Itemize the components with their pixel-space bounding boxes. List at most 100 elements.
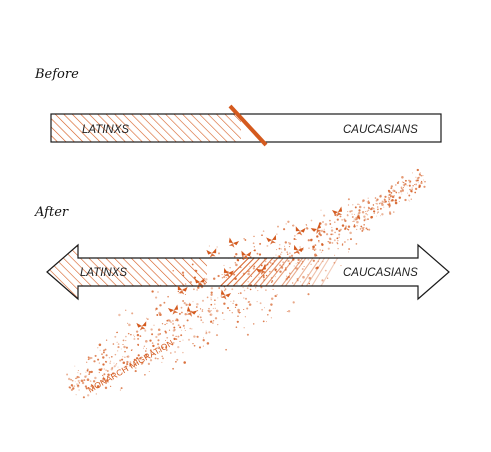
migration-particle — [226, 306, 230, 310]
migration-particle — [232, 302, 234, 305]
migration-particle — [125, 309, 127, 311]
migration-particle — [330, 229, 334, 232]
migration-particle — [423, 179, 425, 181]
migration-particle — [236, 258, 239, 262]
migration-particle — [79, 373, 82, 375]
monarch-butterfly-icon — [310, 223, 322, 234]
migration-particle — [188, 303, 192, 306]
migration-particle — [177, 335, 180, 338]
migration-particle — [127, 322, 129, 324]
migration-particle — [103, 368, 105, 370]
migration-particle — [290, 254, 294, 257]
migration-particle — [326, 233, 329, 236]
monarch-butterfly-icon — [293, 244, 304, 255]
migration-particle — [338, 230, 340, 232]
migration-particle — [390, 200, 392, 202]
migration-particle — [286, 251, 288, 253]
migration-particle — [396, 181, 399, 185]
after-caucasian-label: CAUCASIANS — [343, 267, 418, 279]
migration-particle — [217, 297, 219, 299]
migration-particle — [125, 335, 127, 338]
migration-particle — [196, 309, 199, 312]
migration-particle — [144, 329, 147, 332]
monarch-butterfly-icon — [136, 321, 147, 331]
migration-particle — [347, 198, 350, 201]
migration-particle — [99, 368, 102, 372]
migration-particle — [98, 362, 100, 364]
migration-particle — [99, 349, 101, 351]
migration-particle — [177, 345, 180, 349]
migration-particle — [336, 237, 339, 240]
migration-particle — [272, 288, 274, 290]
migration-particle — [274, 276, 276, 278]
migration-particle — [387, 195, 389, 197]
migration-particle — [133, 358, 136, 362]
migration-particle — [243, 289, 246, 292]
migration-particle — [145, 355, 148, 358]
migration-particle — [86, 375, 88, 377]
migration-particle — [389, 195, 392, 198]
migration-particle — [262, 320, 265, 323]
hatch-streak — [296, 255, 327, 299]
migration-particle — [78, 389, 80, 391]
migration-particle — [380, 202, 382, 203]
migration-particle — [153, 324, 155, 326]
migration-particle — [122, 361, 126, 365]
migration-particle — [323, 228, 325, 230]
migration-particle — [214, 307, 216, 309]
migration-particle — [406, 185, 408, 187]
migration-particle — [172, 320, 174, 322]
migration-particle — [289, 272, 291, 274]
migration-particle — [110, 374, 113, 376]
migration-particle — [373, 212, 375, 214]
migration-particle — [373, 210, 375, 212]
migration-particle — [361, 229, 364, 232]
migration-particle — [379, 202, 381, 205]
migration-particle — [94, 376, 97, 380]
migration-particle — [398, 191, 400, 194]
migration-particle — [155, 335, 158, 339]
migration-particle — [282, 261, 284, 263]
migration-particle — [334, 221, 336, 223]
migration-particle — [110, 355, 113, 358]
migration-particle — [109, 362, 111, 364]
migration-particle — [356, 228, 358, 231]
migration-particle — [90, 370, 93, 374]
migration-particle — [320, 229, 324, 233]
migration-particle — [74, 381, 76, 383]
migration-particle — [343, 240, 346, 244]
migration-particle — [366, 228, 369, 231]
migration-particle — [208, 307, 210, 310]
migration-particle — [125, 340, 127, 342]
migration-particle — [86, 378, 90, 381]
migration-particle — [408, 194, 411, 197]
migration-particle — [123, 366, 126, 369]
migration-particle — [403, 187, 404, 189]
migration-particle — [164, 346, 167, 349]
after-hatch-streaks — [206, 255, 340, 299]
migration-particle — [351, 213, 353, 215]
migration-particle — [286, 311, 288, 312]
migration-particle — [258, 253, 262, 256]
migration-particle — [351, 216, 354, 218]
migration-particle — [199, 308, 202, 310]
migration-particle — [291, 225, 293, 227]
migration-particle — [269, 270, 271, 272]
migration-particle — [312, 245, 315, 249]
monarch-butterfly-icon — [255, 264, 267, 275]
migration-particle — [255, 287, 257, 289]
migration-particle — [323, 230, 326, 233]
migration-particle — [418, 184, 421, 187]
migration-particle — [331, 233, 334, 236]
migration-particle — [165, 340, 167, 342]
migration-particle — [392, 189, 395, 192]
migration-particle — [422, 175, 424, 177]
migration-particle — [162, 357, 164, 360]
migration-particle — [267, 314, 269, 316]
migration-particle — [146, 318, 149, 320]
migration-particle — [412, 185, 414, 187]
migration-particle — [407, 192, 408, 194]
migration-particle — [147, 362, 151, 366]
migration-particle — [367, 200, 370, 202]
migration-particle — [87, 394, 90, 397]
